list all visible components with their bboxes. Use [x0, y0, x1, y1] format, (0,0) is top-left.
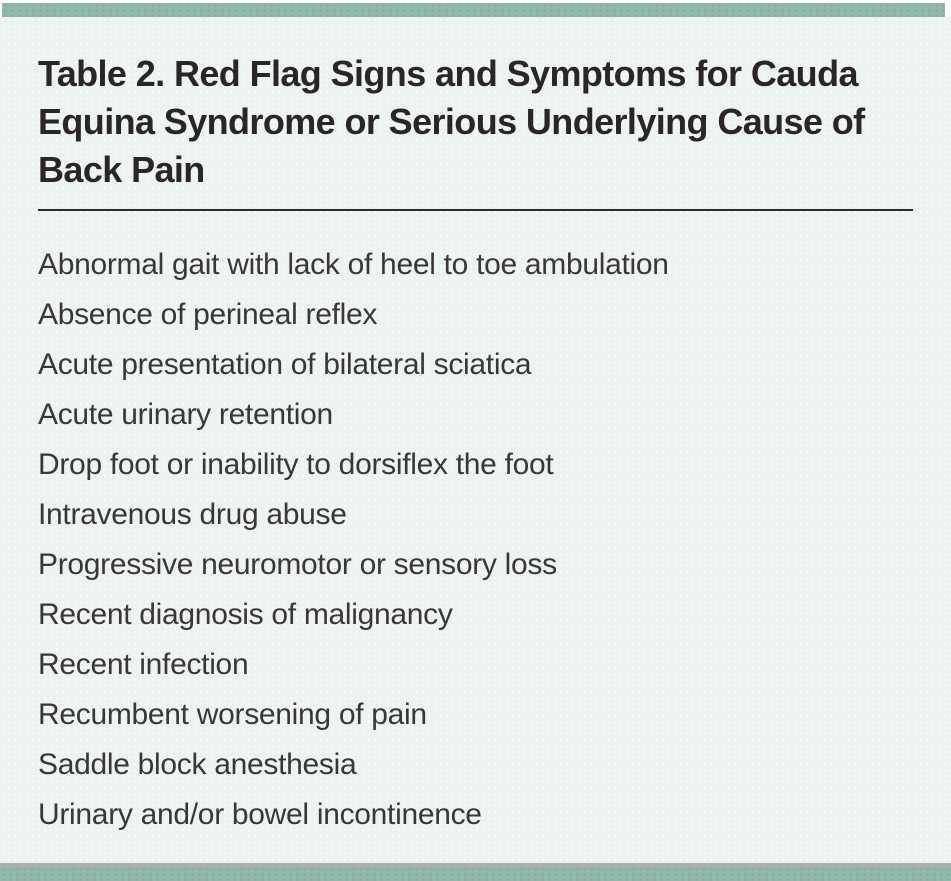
bottom-accent-bar [0, 867, 951, 881]
symptom-row: Saddle block anesthesia [38, 748, 357, 781]
symptom-row: Absence of perineal reflex [38, 298, 378, 331]
symptom-row: Recent diagnosis of malignancy [38, 598, 453, 631]
bottom-divider-line [0, 863, 951, 867]
symptom-row: Abnormal gait with lack of heel to toe a… [38, 248, 669, 281]
table-panel: Table 2. Red Flag Signs and Symptoms for… [0, 17, 951, 863]
symptom-row: Recumbent worsening of pain [38, 698, 427, 731]
symptom-row: Intravenous drug abuse [38, 498, 347, 531]
symptom-row: Progressive neuromotor or sensory loss [38, 548, 557, 581]
symptom-row: Acute presentation of bilateral sciatica [38, 348, 532, 381]
title-divider-rule [38, 209, 913, 211]
symptom-row: Urinary and/or bowel incontinence [38, 798, 482, 831]
symptom-row: Drop foot or inability to dorsiflex the … [38, 448, 554, 481]
symptom-row: Acute urinary retention [38, 398, 333, 431]
table-title: Table 2. Red Flag Signs and Symptoms for… [38, 53, 865, 190]
symptom-row: Recent infection [38, 648, 249, 681]
top-accent-bar [2, 3, 945, 17]
symptom-list: Abnormal gait with lack of heel to toe a… [38, 240, 921, 840]
